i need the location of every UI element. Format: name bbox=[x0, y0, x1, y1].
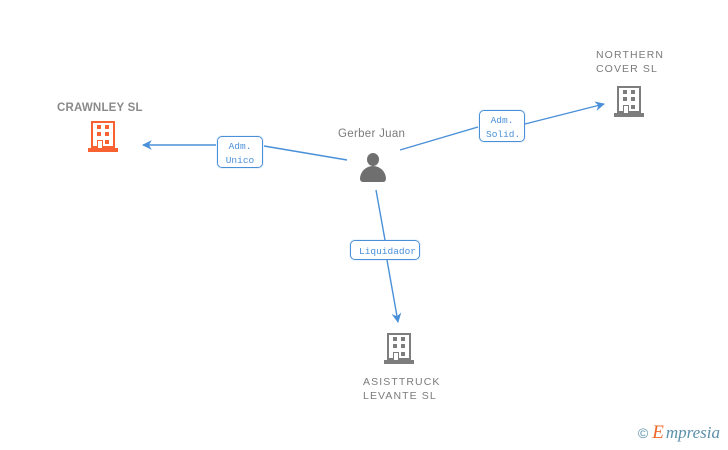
building-icon bbox=[88, 121, 118, 153]
edge-person-to-admsolid bbox=[399, 126, 479, 151]
watermark: © E mpresia bbox=[638, 423, 720, 442]
edge-admsolid-to-northern bbox=[524, 101, 605, 125]
copyright-icon: © bbox=[637, 424, 649, 441]
company-label-crawnley: CRAWNLEY SL bbox=[57, 102, 143, 114]
company-label-asisttruck: ASISTTRUCK LEVANTE SL bbox=[363, 376, 441, 402]
watermark-brand-rest: mpresia bbox=[665, 423, 720, 442]
watermark-brand-initial: E bbox=[652, 422, 664, 443]
company-label-northern: NORTHERN COVER SL bbox=[596, 49, 665, 75]
edge-person-to-liquidador bbox=[375, 189, 386, 241]
edge-person-to-crawnley-right bbox=[263, 145, 348, 161]
relation-label-adm-unico[interactable]: Adm. Unico bbox=[217, 136, 263, 168]
relation-label-adm-solid[interactable]: Adm. Solid. bbox=[479, 110, 525, 142]
edge-liquidador-to-asisttruck bbox=[386, 259, 402, 323]
node-crawnley[interactable] bbox=[88, 121, 118, 153]
person-label-gerber-juan: Gerber Juan bbox=[338, 128, 406, 140]
building-icon bbox=[614, 86, 644, 118]
person-icon bbox=[358, 152, 388, 184]
node-asisttruck[interactable] bbox=[384, 333, 414, 365]
node-person-gerber-juan[interactable] bbox=[358, 152, 388, 184]
relation-label-liquidador[interactable]: Liquidador bbox=[350, 240, 420, 260]
building-icon bbox=[384, 333, 414, 365]
node-northern[interactable] bbox=[614, 86, 644, 118]
